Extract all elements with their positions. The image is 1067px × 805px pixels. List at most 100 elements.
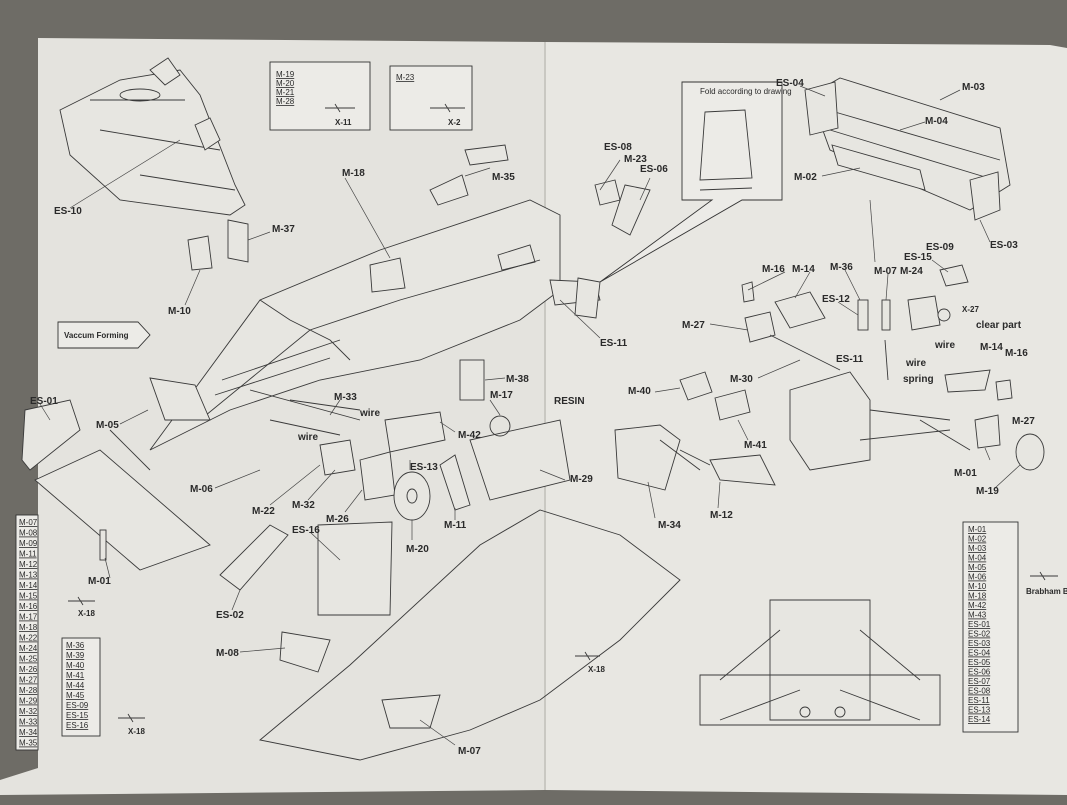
paint-code: M-39 xyxy=(66,651,85,660)
label-m-29: M-29 xyxy=(570,474,593,485)
paint-box-right: M-01M-02M-03M-04M-05M-06M-10M-18M-42M-43… xyxy=(962,521,1067,733)
label-m-17: M-17 xyxy=(490,390,513,401)
label-m-23: M-23 xyxy=(624,154,647,165)
paint-code: M-12 xyxy=(19,560,38,569)
label-m-02: M-02 xyxy=(794,172,817,183)
label-m-07-b: M-07 xyxy=(458,746,481,757)
vaccum-forming-tag: Vaccum Forming xyxy=(57,321,151,349)
label-m-27-a: M-27 xyxy=(682,320,705,331)
paint-code: M-22 xyxy=(19,634,38,643)
label-m-01-a: M-01 xyxy=(954,468,977,479)
label-m-14-a: M-14 xyxy=(792,264,815,275)
fold-callout: Fold according to drawing xyxy=(599,81,792,283)
label-es-11-b: ES-11 xyxy=(836,354,864,365)
label-es-16: ES-16 xyxy=(292,525,320,536)
paint-code: ES-11 xyxy=(968,696,990,705)
undertray-drawing xyxy=(239,509,681,761)
paint-code: ES-13 xyxy=(968,706,991,715)
label-m-24: M-24 xyxy=(900,266,923,277)
label-m-34: M-34 xyxy=(658,520,681,531)
label-m-20: M-20 xyxy=(406,544,429,555)
paint-code: ES-05 xyxy=(968,658,991,667)
paint-box-top-b: M-23 X-2 xyxy=(389,65,473,131)
label-m-10: M-10 xyxy=(168,306,191,317)
label-m-01-b: M-01 xyxy=(88,576,111,587)
rear-wing-drawing xyxy=(799,77,1011,263)
label-x-11: X-11 xyxy=(335,118,352,127)
label-es-01: ES-01 xyxy=(30,396,58,407)
sidepod-parts xyxy=(574,159,651,319)
paint-code: M-42 xyxy=(968,601,987,610)
label-es-04: ES-04 xyxy=(776,78,804,89)
svg-text:M-23: M-23 xyxy=(396,73,415,82)
label-es-09: ES-09 xyxy=(926,242,954,253)
label-fold: Fold according to drawing xyxy=(700,87,792,96)
label-x-18-a: X-18 xyxy=(78,609,95,618)
engine-cover-drawing xyxy=(59,57,271,306)
label-m-30: M-30 xyxy=(730,374,753,385)
suspension-parts-center xyxy=(614,371,776,519)
label-wire-a: wire xyxy=(934,340,955,351)
label-m-41: M-41 xyxy=(744,440,767,451)
label-vaccum-forming: Vaccum Forming xyxy=(64,331,129,340)
paint-code: M-35 xyxy=(19,739,38,748)
label-m-06: M-06 xyxy=(190,484,213,495)
cockpit-parts xyxy=(249,359,571,540)
svg-text:M-19: M-19 xyxy=(276,70,295,79)
label-m-35: M-35 xyxy=(492,172,515,183)
label-m-36: M-36 xyxy=(830,262,853,273)
paint-code: M-01 xyxy=(968,525,987,534)
paint-code: M-41 xyxy=(66,671,85,680)
label-es-12: ES-12 xyxy=(822,294,850,305)
paint-code: M-09 xyxy=(19,539,38,548)
paint-code: M-04 xyxy=(968,554,987,563)
label-m-16-b: M-16 xyxy=(1005,348,1028,359)
label-m-11: M-11 xyxy=(444,520,467,531)
left-page xyxy=(0,38,545,795)
paint-code: M-13 xyxy=(19,571,38,580)
label-wire-b: wire xyxy=(359,408,380,419)
label-m-03: M-03 xyxy=(962,82,985,93)
paint-code: M-29 xyxy=(19,697,38,706)
paint-code: M-18 xyxy=(19,623,38,632)
label-m-07-a: M-07 xyxy=(874,266,897,277)
paint-code: M-44 xyxy=(66,681,85,690)
label-m-37: M-37 xyxy=(272,224,295,235)
paint-code: M-32 xyxy=(19,707,38,716)
label-m-38: M-38 xyxy=(506,374,529,385)
label-m-05: M-05 xyxy=(96,420,119,431)
paint-code: ES-07 xyxy=(968,677,991,686)
paint-code: ES-09 xyxy=(66,701,89,710)
paint-box-left-a: M-07M-08M-09M-11M-12M-13M-14M-15M-16M-17… xyxy=(15,514,95,751)
label-es-11: ES-11 xyxy=(600,338,628,349)
paint-code: ES-15 xyxy=(66,711,89,720)
paint-code: M-07 xyxy=(19,518,38,527)
paint-code: M-14 xyxy=(19,581,38,590)
label-m-22: M-22 xyxy=(252,506,275,517)
label-wire-c: wire xyxy=(297,432,318,443)
paint-code: M-26 xyxy=(19,665,38,674)
label-x-2: X-2 xyxy=(448,118,461,127)
label-m-16-a: M-16 xyxy=(762,264,785,275)
paint-code: M-45 xyxy=(66,691,85,700)
paint-code: M-11 xyxy=(19,550,37,559)
label-m-32: M-32 xyxy=(292,500,315,511)
paint-code: M-08 xyxy=(19,529,38,538)
paint-code: M-24 xyxy=(19,644,38,653)
label-spring: spring xyxy=(903,374,934,385)
label-m-14-b: M-14 xyxy=(980,342,1003,353)
paint-code: M-05 xyxy=(968,563,987,572)
label-es-08: ES-08 xyxy=(604,142,632,153)
paint-code: M-40 xyxy=(66,661,85,670)
label-m-27-b: M-27 xyxy=(1012,416,1035,427)
label-m-12: M-12 xyxy=(710,510,733,521)
paint-code: M-03 xyxy=(968,544,987,553)
label-m-40: M-40 xyxy=(628,386,651,397)
paint-code: M-25 xyxy=(19,655,38,664)
label-m-04: M-04 xyxy=(925,116,948,127)
paint-code: M-02 xyxy=(968,535,987,544)
paint-box-top-a: M-19 M-20 M-21 M-28 X-11 xyxy=(269,61,371,131)
paint-code: M-27 xyxy=(19,676,38,685)
